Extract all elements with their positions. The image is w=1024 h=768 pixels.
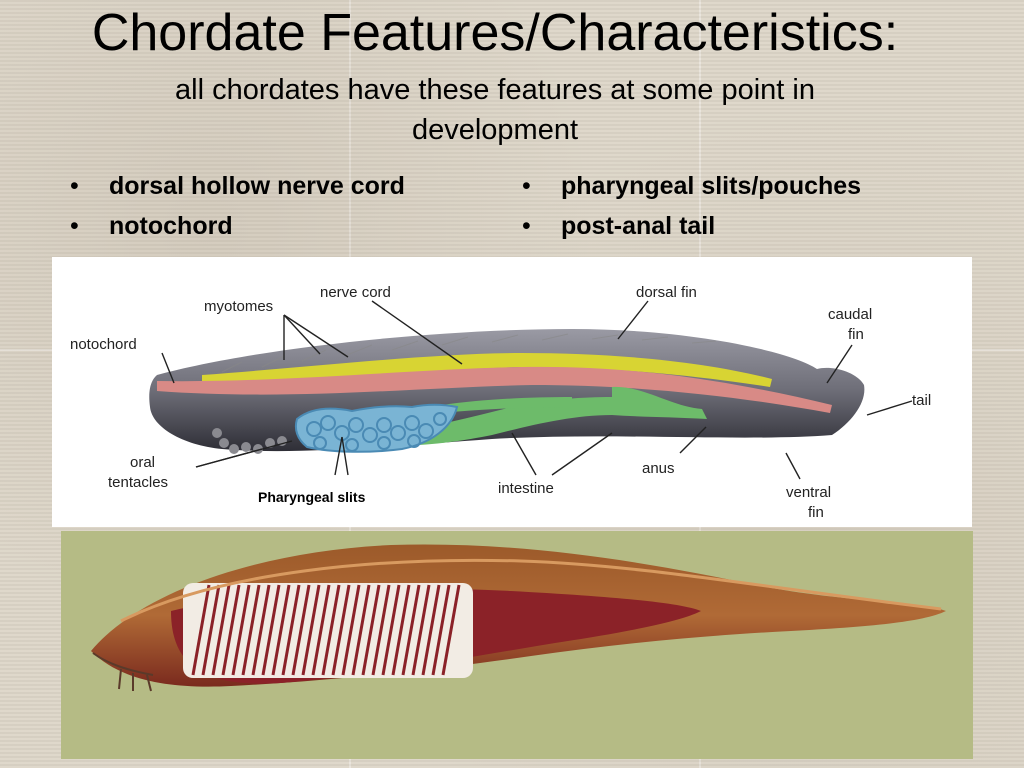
label-myotomes: myotomes bbox=[204, 298, 273, 315]
myotome-stripes bbox=[221, 333, 717, 373]
label-tail: tail bbox=[912, 392, 931, 409]
bullet-text: dorsal hollow nerve cord bbox=[109, 172, 405, 200]
label-notochord: notochord bbox=[70, 336, 137, 353]
intestine-shape bbox=[392, 386, 707, 446]
bullet-marker: • bbox=[522, 212, 531, 240]
slide-title: Chordate Features/Characteristics: bbox=[91, 4, 899, 62]
nerve-cord-shape bbox=[202, 353, 772, 387]
lancelet-diagram: myotomes nerve cord dorsal fin caudal fi… bbox=[52, 257, 972, 527]
notochord-shape bbox=[157, 366, 832, 413]
gill-slits bbox=[191, 584, 461, 676]
specimen-dorsal-stripe bbox=[120, 558, 942, 623]
bullet-marker: • bbox=[70, 172, 79, 200]
label-nerve-cord: nerve cord bbox=[320, 284, 391, 301]
label-oral: oral bbox=[130, 454, 155, 471]
label-ventral: ventral bbox=[786, 484, 831, 501]
leader-lines bbox=[161, 300, 913, 480]
intestine-upper bbox=[442, 397, 572, 413]
bullet-marker: • bbox=[522, 172, 531, 200]
label-intestine: intestine bbox=[498, 480, 554, 497]
bullet-item: • pharyngeal slits/pouches bbox=[522, 166, 861, 206]
label-dorsal-fin: dorsal fin bbox=[636, 284, 697, 301]
bullet-item: • notochord bbox=[70, 206, 405, 246]
pharynx-coils bbox=[294, 403, 459, 453]
label-ventral-fin: fin bbox=[808, 504, 824, 521]
label-pharyngeal-slits: Pharyngeal slits bbox=[258, 489, 366, 505]
bullet-list-right: • pharyngeal slits/pouches • post-anal tai… bbox=[522, 166, 861, 246]
bullet-text: post-anal tail bbox=[561, 212, 716, 240]
bullet-list-left: • dorsal hollow nerve cord • notochord bbox=[70, 166, 405, 246]
lancelet-diagram-svg: myotomes nerve cord dorsal fin caudal fi… bbox=[70, 284, 931, 521]
lancelet-photo bbox=[61, 531, 973, 759]
bullet-text: pharyngeal slits/pouches bbox=[561, 172, 862, 200]
bullet-text: notochord bbox=[109, 212, 233, 240]
bullet-marker: • bbox=[70, 212, 79, 240]
label-anus: anus bbox=[642, 460, 675, 477]
bullet-item: • post-anal tail bbox=[522, 206, 861, 246]
label-tentacles: tentacles bbox=[108, 474, 168, 491]
label-caudal-fin: fin bbox=[848, 326, 864, 343]
lancelet-photo-svg bbox=[91, 544, 946, 692]
label-caudal: caudal bbox=[828, 306, 872, 323]
slide-subtitle: all chordates have these features at som… bbox=[175, 74, 815, 146]
bullet-item: • dorsal hollow nerve cord bbox=[70, 166, 405, 206]
specimen-mouth bbox=[92, 652, 154, 692]
